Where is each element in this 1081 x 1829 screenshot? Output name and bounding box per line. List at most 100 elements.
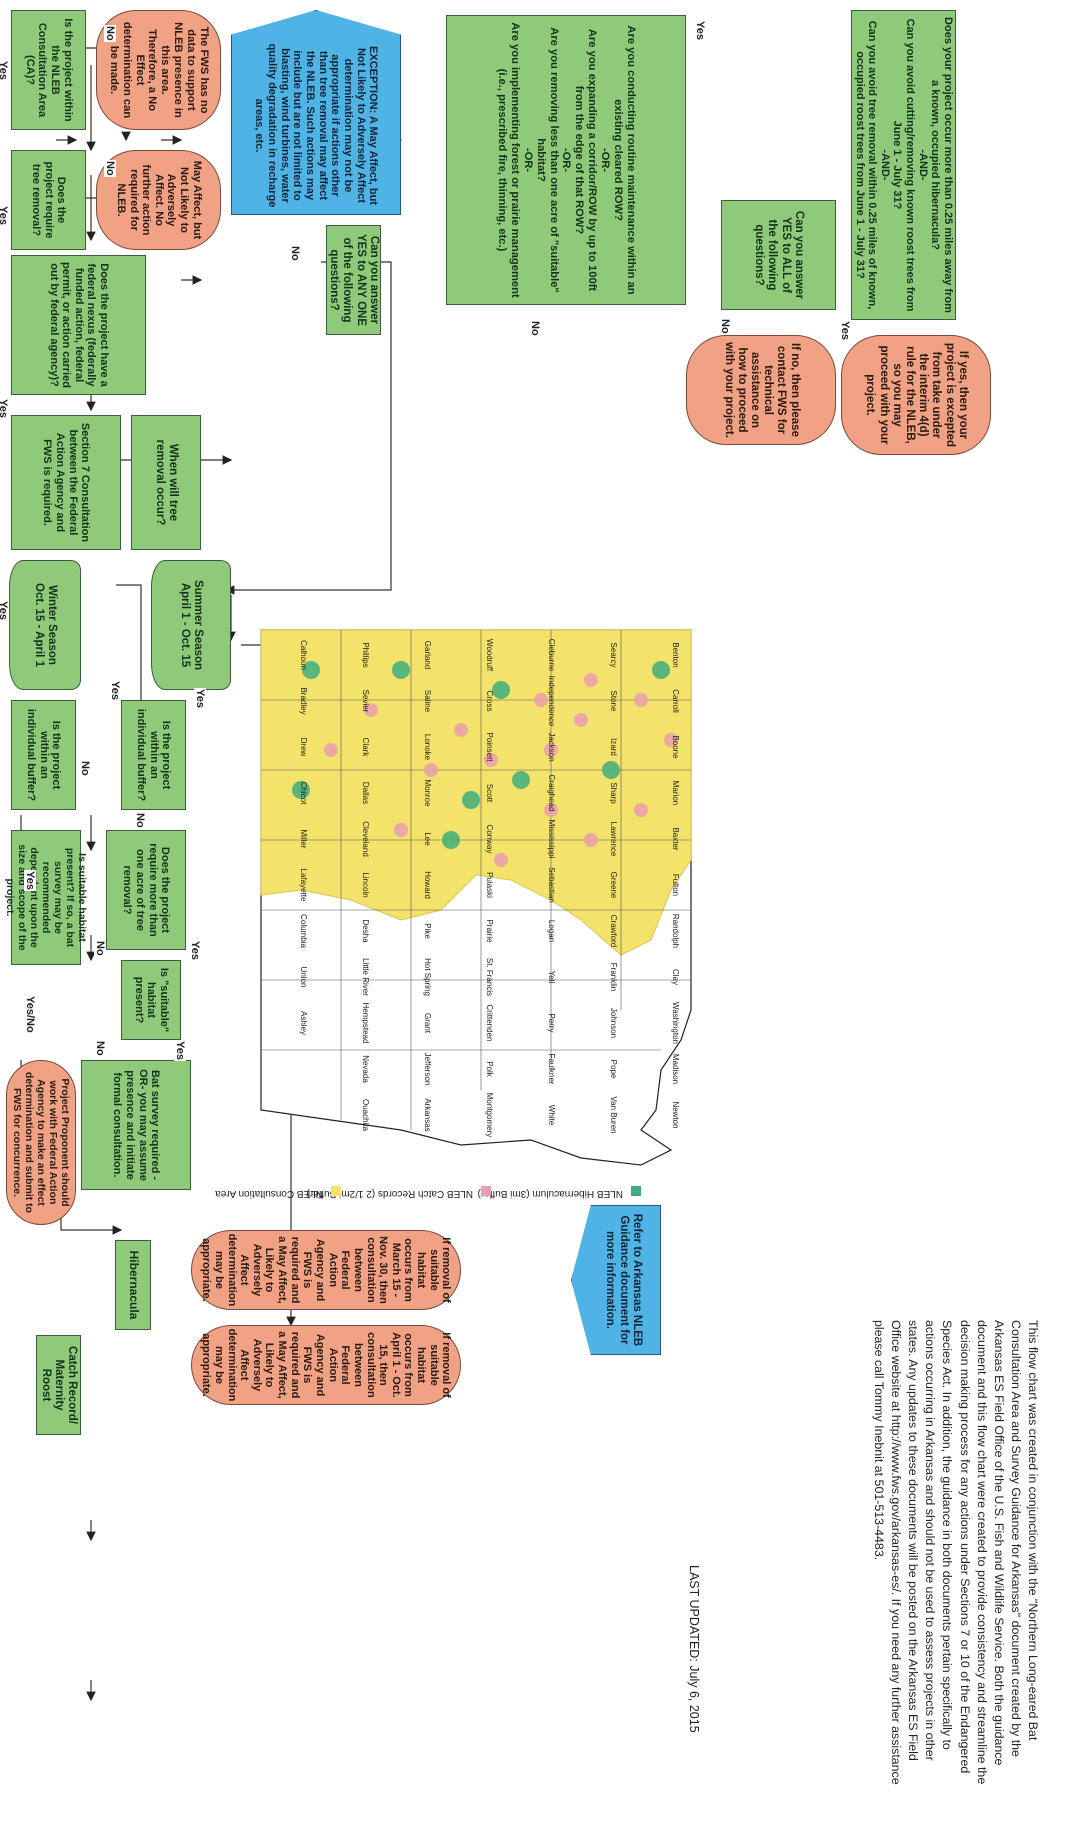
any-one-question: Can you answer YES to ANY ONE of the fol… [326, 225, 381, 335]
county-label: Sebastian [547, 867, 556, 903]
county-label: Woodruff [485, 639, 494, 672]
legend-swatch [481, 1186, 491, 1196]
county-label: Clay [671, 969, 680, 985]
catch-record-buffer [584, 833, 598, 847]
county-label: Lee [423, 832, 432, 846]
edge-label-yes: Yes [189, 940, 201, 961]
county-label: Phillips [361, 642, 370, 667]
catch-record-buffer [544, 803, 558, 817]
tree-removal-question: Does the project require tree removal? [11, 150, 86, 250]
edge-label-no: No [104, 160, 116, 177]
county-label: Polk [485, 1061, 494, 1078]
edge-label-no: No [94, 1040, 106, 1057]
catch-record-buffer [424, 763, 438, 777]
county-label: Johnson [609, 1008, 618, 1038]
county-label: Monroe [423, 779, 432, 807]
county-label: Lincoln [361, 872, 370, 897]
contact-fws-outcome: If no, then please contact FWS for techn… [686, 335, 836, 445]
all-of-question: Can you answer YES to ALL of the followi… [721, 200, 836, 310]
catch-record-buffer [634, 803, 648, 817]
legend-label: NLEB Consultation Area [215, 1188, 323, 1199]
county-label: Garland [423, 641, 432, 669]
county-label: Hempstead [361, 1003, 370, 1044]
hibernaculum-buffer [512, 771, 530, 789]
catch-record-buffer [324, 743, 338, 757]
county-label: Pulaski [485, 872, 494, 898]
county-label: Baxter [671, 827, 680, 850]
county-label: Miller [299, 829, 308, 848]
county-label: Clark [361, 738, 370, 758]
edge-label-no: No [719, 318, 731, 335]
county-label: Desha [361, 919, 370, 943]
explanatory-note: This flow chart was created in conjuncti… [872, 1320, 1040, 1785]
county-label: Drew [299, 738, 308, 757]
hibernaculum-buffer [602, 761, 620, 779]
catch-record-box: Catch Record/ Maternity Roost [36, 1335, 81, 1435]
county-label: St. Francis [485, 958, 494, 996]
catch-record-buffer [664, 733, 678, 747]
section7-box: Section 7 Consultation between the Feder… [11, 415, 121, 550]
proponent-outcome: Project Proponent should work with Feder… [6, 1060, 76, 1225]
county-label: Cross [485, 691, 494, 712]
county-label: Saline [423, 690, 432, 713]
catch-record-buffer [574, 713, 588, 727]
last-updated: LAST UPDATED: July 6, 2015 [687, 1565, 701, 1733]
hibernaculum-buffer [492, 681, 510, 699]
county-label: Newton [671, 1101, 680, 1128]
catch-record-buffer [364, 703, 378, 717]
county-label: Searcy [609, 643, 618, 668]
arkansas-map: BentonCarrollBooneMarionBaxterFultonRand… [260, 629, 692, 1166]
summer-buffer-question: Is the project within an individual buff… [121, 700, 186, 810]
catch-record-buffer [494, 853, 508, 867]
county-label: Van Buren [609, 1096, 618, 1133]
county-label: Crittenden [485, 1005, 494, 1042]
hibernaculum-buffer [652, 661, 670, 679]
edge-label-yes: Yes [694, 20, 706, 41]
winter-season: Winter Season Oct. 15 - April 1 [9, 560, 81, 690]
edge-label-no: No [134, 812, 146, 829]
catch-record-buffer [634, 693, 648, 707]
edge-label-yes: Yes [0, 398, 9, 419]
county-label: Jefferson [423, 1053, 432, 1086]
edge-label-yes: Yes [194, 688, 206, 709]
edge-label-yes: Yes [0, 205, 9, 226]
county-label: Yell [547, 971, 556, 984]
county-label: Lonoke [423, 734, 432, 761]
county-label: Dallas [361, 782, 370, 804]
county-label: Columbia [299, 914, 308, 948]
county-label: Independence [547, 676, 556, 727]
legend-label: NLEB Hibernaculum (3mi Buffer) [478, 1188, 623, 1199]
catch-record-buffer [454, 723, 468, 737]
county-label: Sharp [609, 782, 618, 804]
county-label: Franklin [609, 963, 618, 991]
edge-label-no: No [529, 320, 541, 337]
county-label: Lafayette [299, 869, 308, 902]
hibernaculum-buffer [392, 661, 410, 679]
county-label: Chicot [299, 782, 308, 805]
county-label: Washington [671, 1002, 680, 1044]
county-label: Pike [423, 923, 432, 939]
catch-record-buffer [394, 823, 408, 837]
county-label: Greene [609, 872, 618, 899]
edge-label-yes: Yes [24, 870, 36, 891]
legend-swatch [631, 1186, 641, 1196]
county-label: Faulkner [547, 1053, 556, 1084]
county-label: Cleburne [547, 639, 556, 672]
more-acre-question: Does the project require more than one a… [106, 830, 186, 950]
suitable-habitat-question: Is "suitable" habitat present? [121, 960, 181, 1040]
county-label: Izard [609, 738, 618, 756]
summer-season: Summer Season April 1 - Oct. 15 [151, 560, 231, 690]
county-label: Mississippi [547, 820, 556, 859]
county-label: Sevier [361, 690, 370, 713]
county-label: Ouachita [361, 1099, 370, 1132]
within-ca-question: Is the project within the NLEB Consultat… [11, 10, 86, 130]
county-label: Hot Spring [423, 958, 432, 996]
county-label: Poinsett [485, 733, 494, 763]
hibernaculum-buffer [462, 791, 480, 809]
county-label: Logan [547, 920, 556, 942]
edge-label-no: No [104, 25, 116, 42]
county-label: Grant [423, 1013, 432, 1034]
county-label: Lawrence [609, 822, 618, 857]
hibernacula-question: Does your project occur more than 0.25 m… [851, 10, 956, 320]
